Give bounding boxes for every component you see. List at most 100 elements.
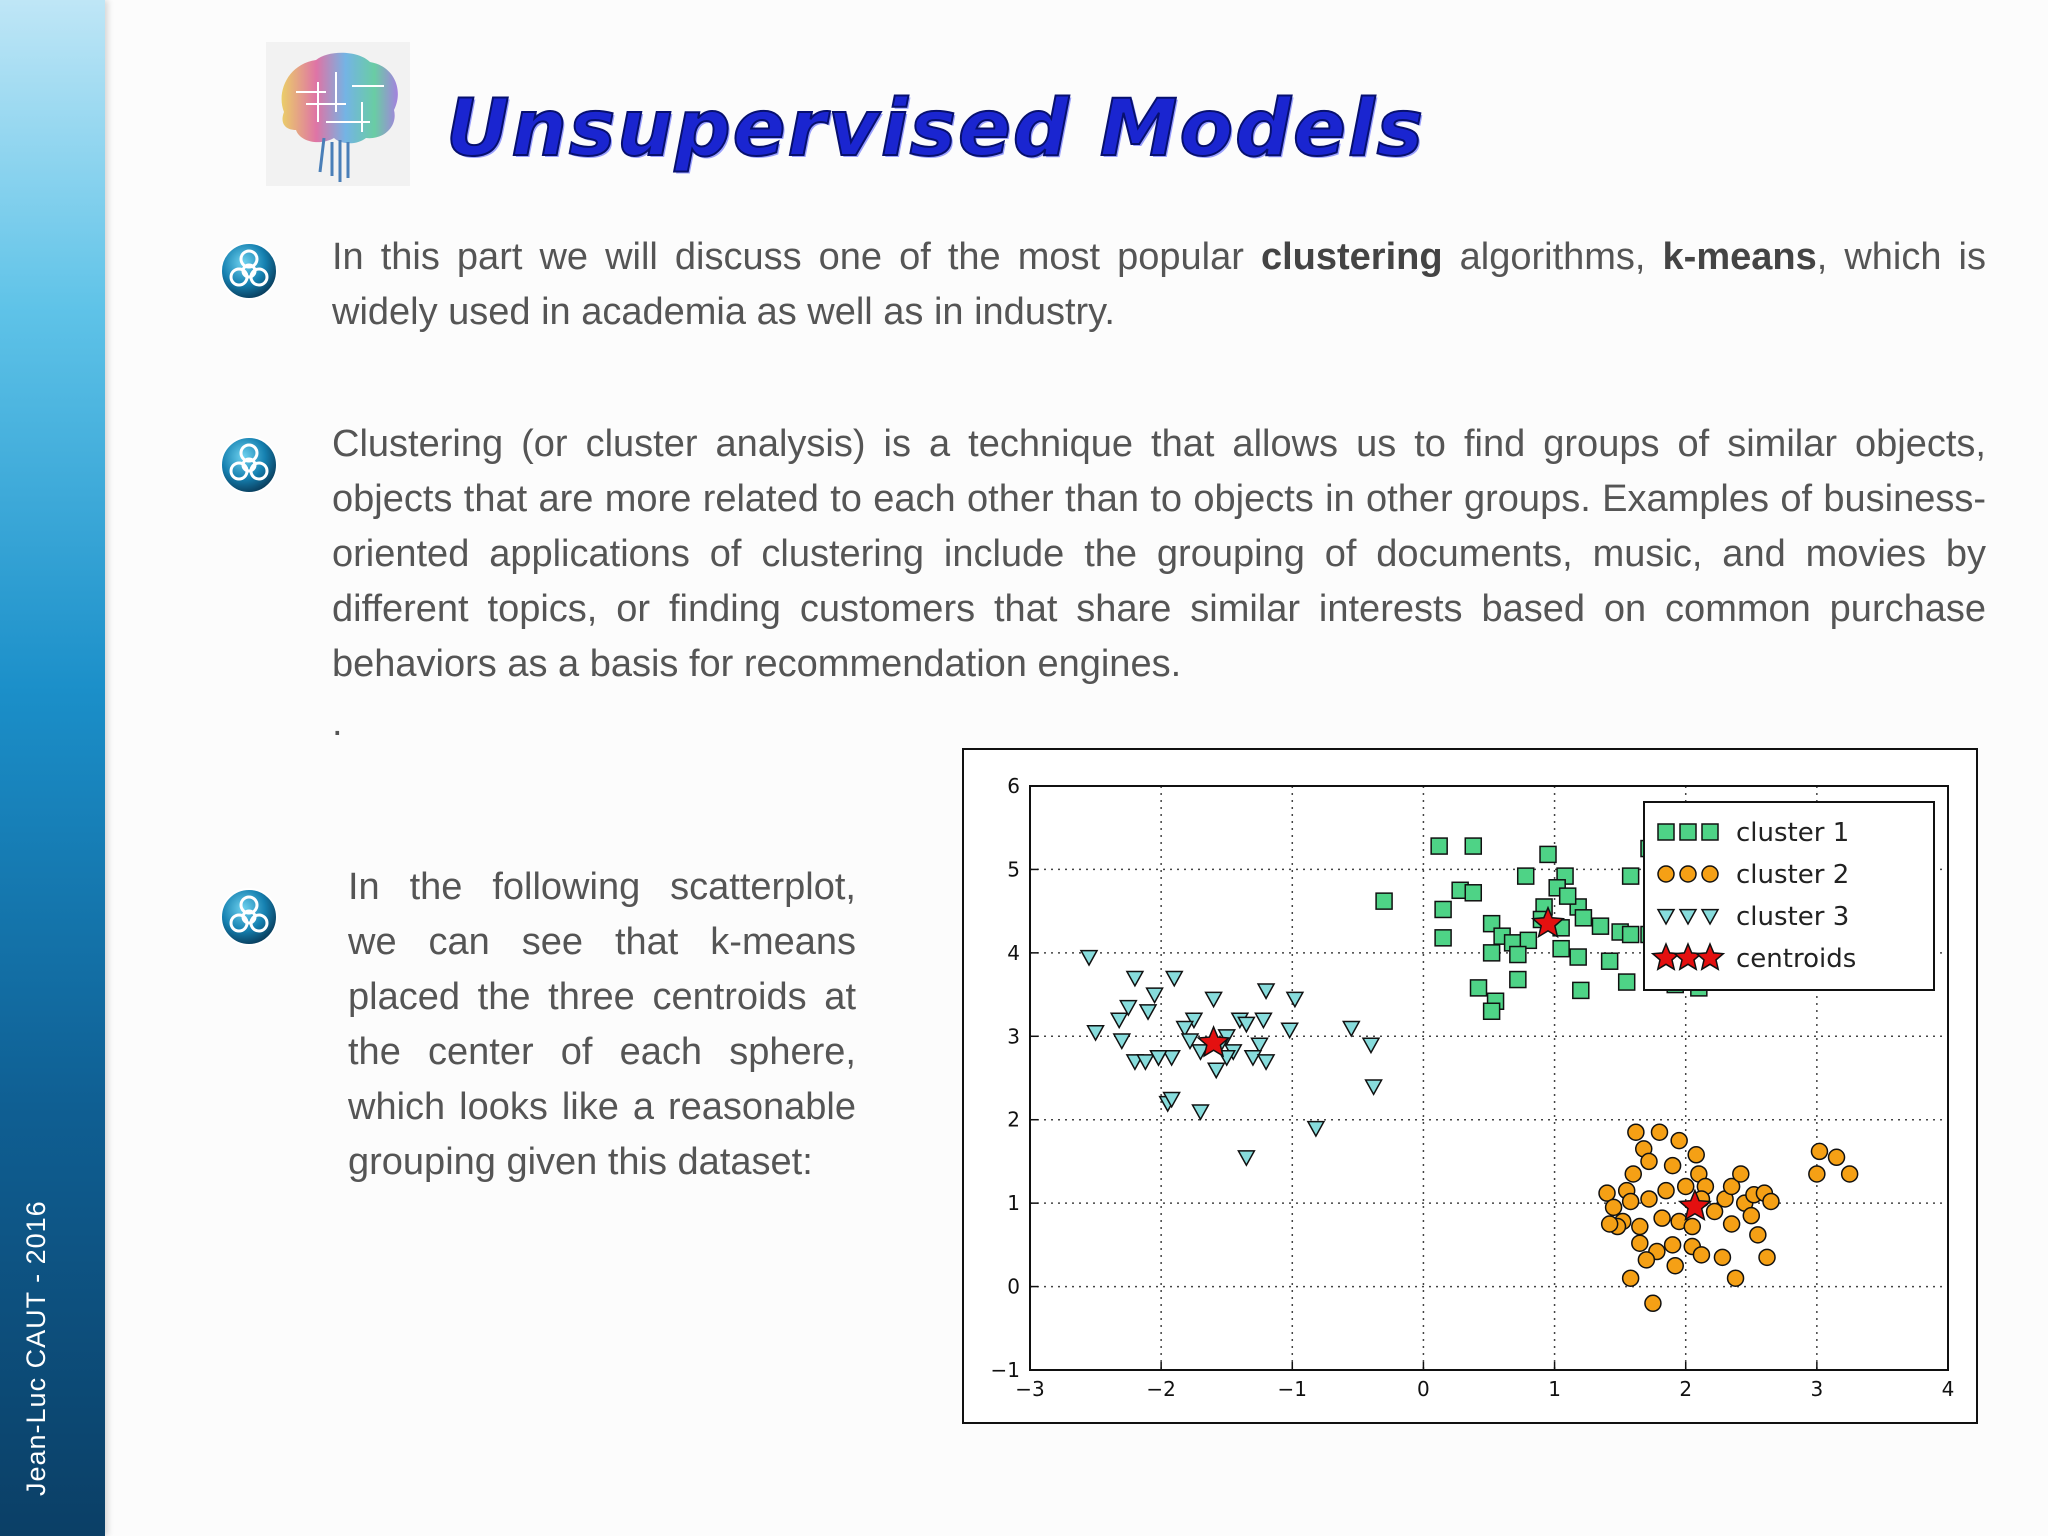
cluster-1-point <box>1469 979 1488 997</box>
y-tick-label: 4 <box>1007 941 1020 965</box>
cluster-2-point <box>1732 1165 1750 1183</box>
y-tick-label: 1 <box>1007 1191 1020 1215</box>
cluster-1-point <box>1539 845 1557 864</box>
x-tick-label: −2 <box>1146 1377 1175 1401</box>
cluster-3-point <box>1164 970 1184 988</box>
cluster-2-point <box>1722 1215 1741 1233</box>
cluster-2-point <box>1600 1215 1619 1233</box>
cluster-1-point <box>1516 867 1535 885</box>
cluster-2-point <box>1627 1123 1645 1141</box>
cluster-3-point <box>1206 1062 1226 1080</box>
cluster-1-point <box>1482 1002 1501 1021</box>
plot-frame <box>1029 785 1949 1371</box>
cluster-1-point <box>1617 973 1636 991</box>
cluster-1-legend-marker <box>1679 823 1697 841</box>
slide-title: Unsupervised Models <box>445 83 1426 175</box>
y-tick-label: 0 <box>1007 1275 1020 1299</box>
cluster-2-legend-marker <box>1701 865 1719 883</box>
cluster-3-point <box>1280 1022 1299 1040</box>
cluster-3-point <box>1256 983 1276 1000</box>
cluster-2-legend-marker <box>1679 865 1697 883</box>
cluster-2-point <box>1749 1226 1767 1244</box>
cluster-2-point <box>1604 1198 1623 1217</box>
cluster-3-point <box>1145 987 1164 1005</box>
cluster-1-point <box>1574 909 1593 927</box>
cluster-1-legend-marker <box>1657 823 1675 841</box>
x-tick-label: 0 <box>1417 1377 1430 1401</box>
cluster-1-point <box>1621 867 1640 885</box>
y-tick-label: 5 <box>1007 857 1020 881</box>
legend-label-cluster-2: cluster 2 <box>1736 860 1849 890</box>
legend-label-cluster-1: cluster 1 <box>1736 818 1849 848</box>
brain-circuit-icon <box>266 42 410 186</box>
cluster-2-point <box>1726 1269 1745 1287</box>
cluster-2-point <box>1705 1202 1724 1221</box>
cluster-2-point <box>1687 1146 1705 1164</box>
cluster-2-point <box>1624 1165 1643 1183</box>
cluster-3-point <box>1162 1091 1181 1109</box>
cluster-3-point <box>1109 1012 1129 1030</box>
cluster-1-point <box>1434 929 1452 947</box>
cluster-2-point <box>1840 1165 1859 1183</box>
cluster-3-point <box>1119 999 1138 1017</box>
cluster-2-point <box>1713 1248 1732 1267</box>
cluster-1-point <box>1464 837 1483 855</box>
cluster-3-point <box>1204 991 1223 1009</box>
cluster-3-point <box>1254 1012 1273 1030</box>
cluster-3-legend-marker <box>1678 908 1698 926</box>
cluster-2-point <box>1657 1181 1675 1200</box>
cluster-3-point <box>1175 1020 1195 1038</box>
cluster-3-point <box>1306 1120 1326 1138</box>
cluster-1-point <box>1569 948 1587 966</box>
intro-paragraph: In this part we will discuss one of the … <box>332 236 1986 333</box>
cluster-2-point <box>1762 1192 1780 1211</box>
cluster-1-point <box>1572 981 1590 1000</box>
y-tick-label: −1 <box>991 1358 1020 1382</box>
cluster-3-point <box>1138 1004 1158 1021</box>
cluster-1-point <box>1482 944 1501 962</box>
clustering-definition-paragraph: Clustering (or cluster analysis) is a te… <box>332 423 1986 685</box>
cluster-3-point <box>1361 1037 1381 1055</box>
cluster-3-point <box>1237 1150 1256 1167</box>
cluster-3-point <box>1285 991 1305 1009</box>
cluster-3-legend-marker <box>1656 908 1676 926</box>
cluster-3-point <box>1112 1033 1132 1051</box>
author-credit: Jean-Luc CAUT - 2016 <box>21 1200 51 1496</box>
cluster-2-point <box>1663 1236 1682 1254</box>
cluster-3-point <box>1180 1033 1200 1051</box>
x-tick-label: 2 <box>1679 1377 1692 1401</box>
cluster-2-legend-marker <box>1657 865 1675 883</box>
cluster-1-point <box>1519 931 1538 950</box>
cluster-2-point <box>1683 1217 1702 1236</box>
cluster-1-point <box>1552 939 1570 958</box>
cluster-1-point <box>1621 925 1640 944</box>
cluster-1-point <box>1464 884 1483 902</box>
cluster-3-point <box>1184 1012 1204 1030</box>
cluster-2-point <box>1758 1248 1776 1267</box>
cluster-2-point <box>1621 1192 1640 1211</box>
cluster-2-point <box>1653 1209 1671 1227</box>
cluster-2-point <box>1692 1246 1711 1264</box>
cluster-3-legend-marker <box>1700 908 1720 926</box>
x-tick-label: 1 <box>1548 1377 1561 1401</box>
cluster-2-point <box>1827 1148 1846 1167</box>
cluster-1-point <box>1375 892 1393 910</box>
cluster-2-point <box>1808 1165 1826 1183</box>
cluster-3-point <box>1237 1016 1256 1034</box>
x-tick-label: −1 <box>1278 1377 1307 1401</box>
cluster-2-point <box>1666 1256 1684 1275</box>
x-tick-label: −3 <box>1015 1377 1044 1401</box>
x-tick-label: 4 <box>1942 1377 1955 1401</box>
cluster-2-point <box>1742 1206 1761 1225</box>
cluster-2-point <box>1631 1217 1649 1236</box>
cluster-3-point <box>1162 1049 1181 1067</box>
cluster-1-point <box>1600 952 1619 970</box>
legend-label-cluster-3: cluster 3 <box>1736 902 1849 932</box>
sidebar-strip: Jean-Luc CAUT - 2016 <box>0 0 105 1536</box>
y-tick-label: 2 <box>1007 1108 1020 1132</box>
biohazard-bullet-icon <box>220 242 278 300</box>
cluster-1-point <box>1430 837 1448 855</box>
cluster-2-point <box>1676 1177 1695 1196</box>
